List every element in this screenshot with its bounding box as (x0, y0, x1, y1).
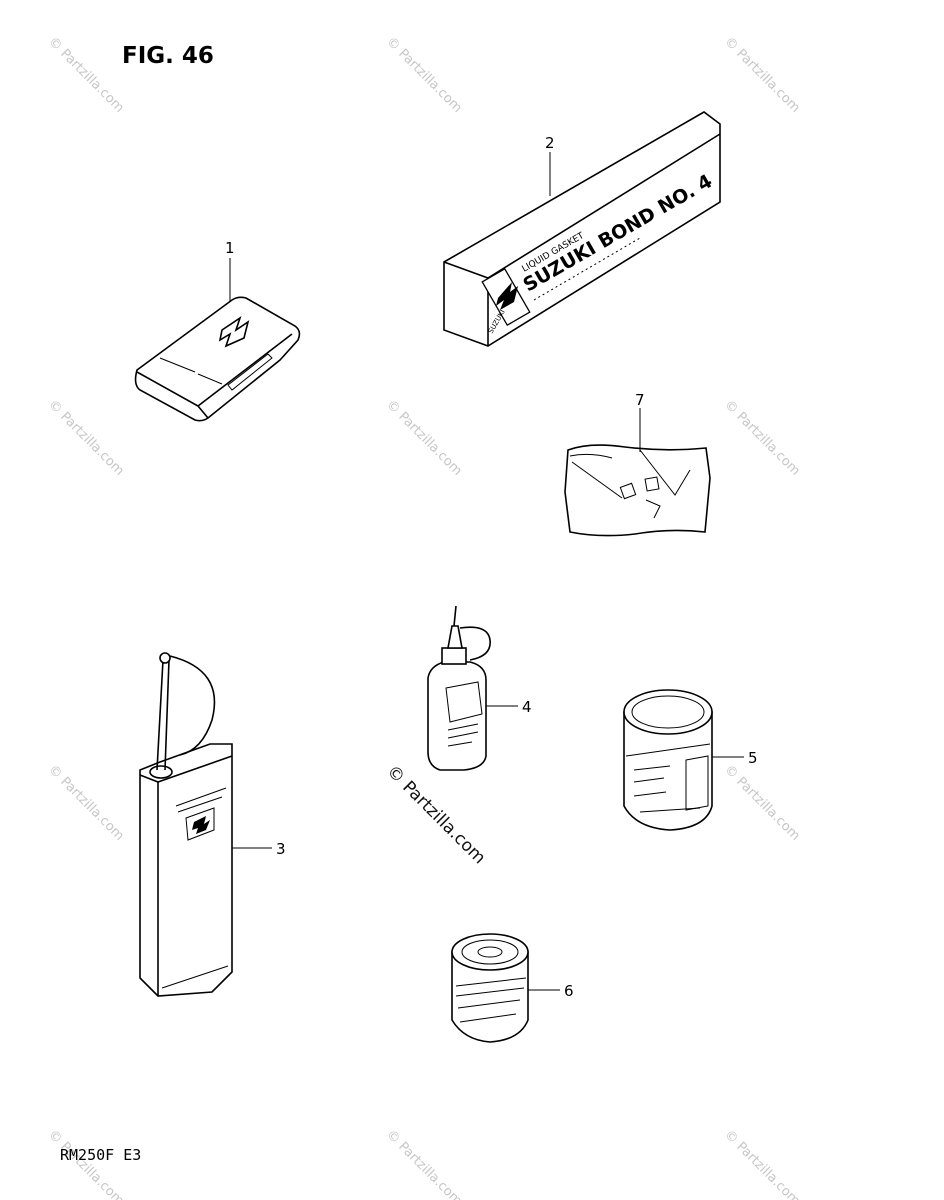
callout-7: 7 (635, 391, 645, 409)
model-code: RM250F E3 (60, 1146, 141, 1164)
part-6-can[interactable] (451, 933, 529, 1043)
part-3-oil-can[interactable] (139, 652, 233, 997)
figure-title: FIG. 46 (122, 43, 214, 69)
callout-4: 4 (522, 698, 532, 716)
callout-6: 6 (564, 982, 574, 1000)
watermark: © Partzilla.com (45, 34, 127, 116)
callout-1: 1 (225, 239, 235, 257)
part-1-box[interactable] (134, 296, 301, 422)
callout-2: 2 (545, 134, 555, 152)
watermark: © Partzilla.com (383, 397, 465, 479)
watermark: © Partzilla.com (721, 762, 803, 844)
can-label-panel (175, 787, 227, 841)
watermark: © Partzilla.com (45, 762, 127, 844)
suzuki-logo-icon (481, 267, 531, 327)
watermark: © Partzilla.com (45, 397, 127, 479)
part-5-can[interactable] (623, 689, 713, 831)
watermark: © Partzilla.com (721, 1127, 803, 1200)
part-4-bottle[interactable] (427, 605, 491, 771)
watermark: © Partzilla.com (721, 397, 803, 479)
part-2-bond-box[interactable]: SUZUKI BOND NO. 4 LIQUID GASKET SUZUKI (443, 111, 721, 347)
part-7-packet[interactable] (564, 444, 711, 537)
callout-3: 3 (276, 840, 286, 858)
callout-5: 5 (748, 749, 758, 767)
watermark: © Partzilla.com (383, 1127, 465, 1200)
watermark-center: © Partzilla.com (382, 761, 489, 868)
watermark: © Partzilla.com (721, 34, 803, 116)
watermark: © Partzilla.com (383, 34, 465, 116)
